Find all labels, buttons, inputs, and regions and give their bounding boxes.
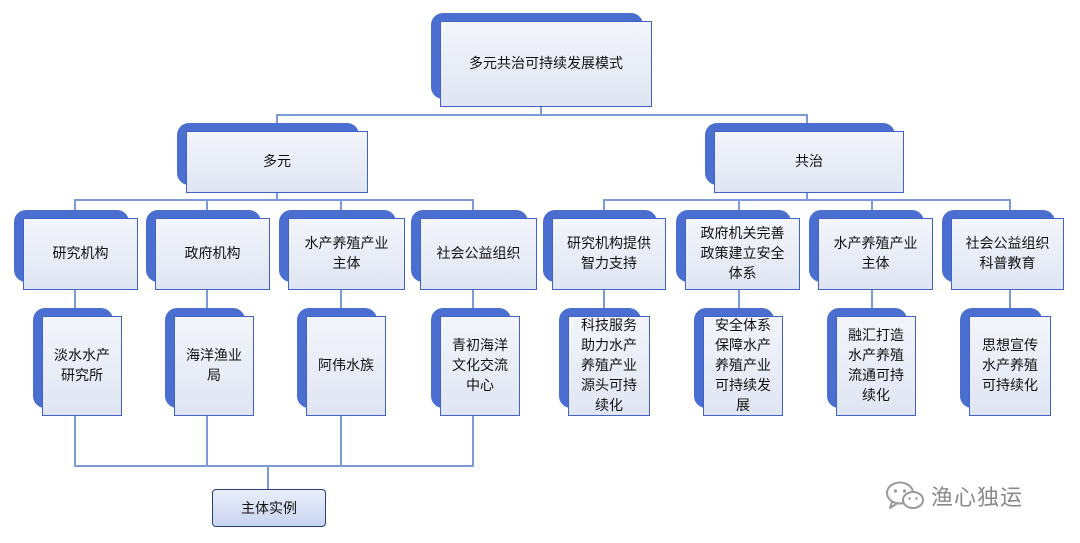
watermark-text: 渔心独运 <box>931 486 1024 511</box>
category-node: 研究机构提供 智力支持 <box>543 210 666 290</box>
connector <box>340 290 342 316</box>
category-node: 政府机关完善 政策建立安全 体系 <box>676 210 800 290</box>
category-node: 社会公益组织 <box>411 210 537 290</box>
category-label: 研究机构提供 智力支持 <box>567 236 651 272</box>
example-label: 青初海洋 文化交流 中心 <box>452 338 508 394</box>
example-label: 阿伟水族 <box>318 358 374 374</box>
result-label: 主体实例 <box>241 501 297 517</box>
connector <box>206 290 208 316</box>
connector <box>871 290 873 316</box>
connector <box>340 416 342 466</box>
connector <box>603 199 605 219</box>
category-label: 水产养殖产业 主体 <box>304 236 389 272</box>
category-node: 水产养殖产业 主体 <box>279 210 405 290</box>
example-label: 融汇打造 水产养殖 流通可持 续化 <box>848 328 904 404</box>
connector <box>74 199 474 201</box>
connector <box>472 290 474 316</box>
category-label: 政府机关完善 政策建立安全 体系 <box>700 226 785 282</box>
connector <box>738 290 740 316</box>
example-node: 安全体系 保障水产 养殖产业 可持续发 展 <box>694 308 783 416</box>
connector <box>206 416 208 466</box>
category-label: 研究机构 <box>52 246 109 262</box>
connector <box>540 107 542 115</box>
root-label: 多元共治可持续发展模式 <box>469 56 623 72</box>
example-node: 淡水水产 研究所 <box>33 308 122 416</box>
connector <box>74 290 76 316</box>
category-label: 社会公益组织 <box>436 246 521 262</box>
wechat-icon <box>886 481 924 509</box>
example-node: 青初海洋 文化交流 中心 <box>431 308 520 416</box>
category-label: 社会公益组织 科普教育 <box>965 236 1050 272</box>
group-node-right: 共治 <box>705 123 904 193</box>
connector <box>340 199 342 219</box>
example-label: 淡水水产 研究所 <box>54 348 110 384</box>
category-node: 社会公益组织 科普教育 <box>942 210 1064 290</box>
example-node: 融汇打造 水产养殖 流通可持 续化 <box>827 308 916 416</box>
root-node: 多元共治可持续发展模式 <box>431 13 652 107</box>
category-label: 政府机构 <box>184 246 241 262</box>
group-label: 多元 <box>263 154 291 170</box>
group-node-left: 多元 <box>177 123 368 193</box>
connector <box>603 290 605 316</box>
watermark: 渔心独运 <box>885 480 1023 512</box>
connector <box>472 416 474 466</box>
connector <box>206 199 208 219</box>
example-node: 阿伟水族 <box>297 308 386 416</box>
category-node: 研究机构 <box>14 210 138 290</box>
example-node: 思想宣传 水产养殖 可持续化 <box>960 308 1051 416</box>
connector <box>276 193 278 200</box>
example-label: 安全体系 保障水产 养殖产业 可持续发 展 <box>715 318 771 414</box>
connector <box>74 465 474 467</box>
connector <box>267 465 269 490</box>
category-node: 水产养殖产业 主体 <box>809 210 933 290</box>
connector <box>74 416 76 466</box>
example-label: 科技服务 助力水产 养殖产业 源头可持 续化 <box>581 318 637 414</box>
connector <box>276 114 808 116</box>
connector <box>871 199 873 219</box>
connector <box>738 199 740 219</box>
result-node: 主体实例 <box>212 489 326 527</box>
example-node: 科技服务 助力水产 养殖产业 源头可持 续化 <box>559 308 650 416</box>
category-label: 水产养殖产业 主体 <box>833 236 918 272</box>
connector <box>74 199 76 219</box>
connector <box>603 199 1011 201</box>
example-label: 思想宣传 水产养殖 可持续化 <box>982 338 1038 394</box>
group-label: 共治 <box>795 154 823 170</box>
connector <box>806 193 808 200</box>
connector <box>472 199 474 219</box>
example-node: 海洋渔业 局 <box>165 308 254 416</box>
connector <box>1009 290 1011 316</box>
example-label: 海洋渔业 局 <box>186 348 242 384</box>
category-node: 政府机构 <box>146 210 270 290</box>
connector <box>1009 199 1011 219</box>
